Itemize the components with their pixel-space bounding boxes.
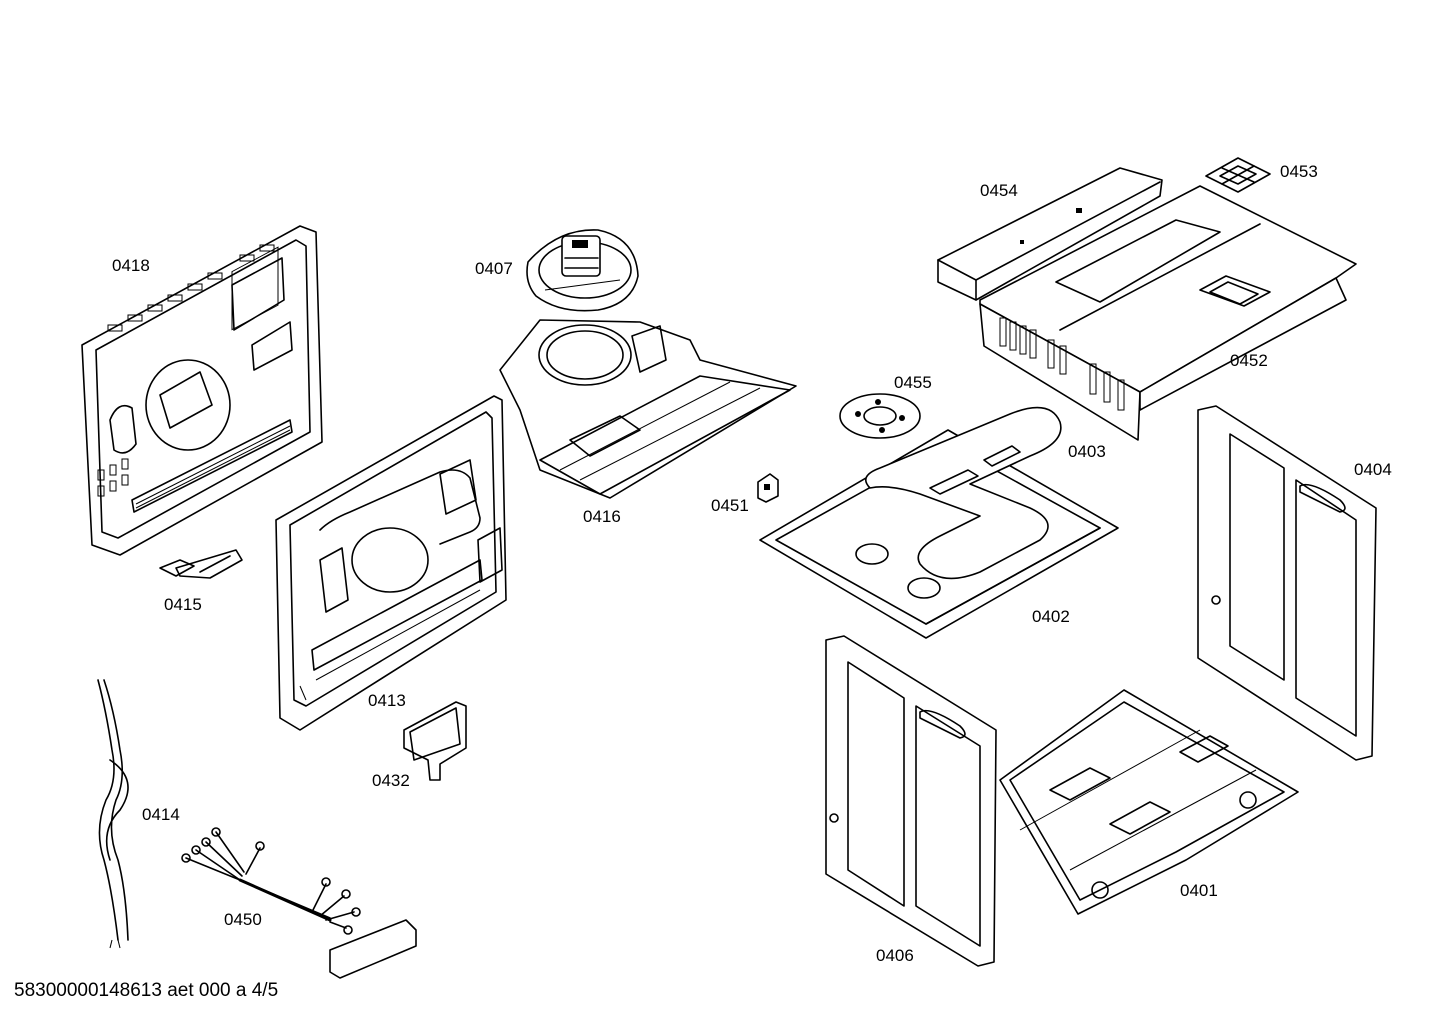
part-label-0403: 0403 — [1068, 442, 1106, 461]
right-side-panel-drawing — [1197, 405, 1377, 761]
part-label-0418: 0418 — [112, 256, 150, 275]
part-label-0413: 0413 — [368, 691, 406, 710]
rear-wall-drawing — [275, 395, 507, 731]
vent-grille-drawing — [1205, 157, 1271, 193]
part-label-0452: 0452 — [1230, 351, 1268, 370]
sensor-clip-drawing — [159, 549, 243, 579]
fan-motor-drawing — [526, 229, 639, 312]
part-label-0454: 0454 — [980, 181, 1018, 200]
part-label-0451: 0451 — [711, 496, 749, 515]
fan-wheel-drawing — [839, 393, 921, 439]
back-panel-drawing — [81, 225, 323, 556]
fan-housing-bracket-drawing — [499, 319, 797, 499]
wiring-harness-drawing — [181, 827, 417, 979]
top-housing-drawing — [979, 185, 1357, 441]
bottom-plate-drawing — [999, 689, 1299, 915]
left-side-panel-drawing — [825, 635, 997, 967]
power-cord-drawing — [97, 679, 129, 949]
mounting-bracket-drawing — [403, 701, 467, 781]
top-plate-drawing — [759, 406, 1119, 639]
part-label-0414: 0414 — [142, 805, 180, 824]
part-label-0450: 0450 — [224, 910, 262, 929]
part-label-0415: 0415 — [164, 595, 202, 614]
part-label-0402: 0402 — [1032, 607, 1070, 626]
top-cover-plate-drawing — [937, 167, 1163, 301]
part-label-0416: 0416 — [583, 507, 621, 526]
drawing-code: 58300000148613 aet 000 a 4/5 — [14, 980, 279, 1001]
part-label-0401: 0401 — [1180, 881, 1218, 900]
part-label-0455: 0455 — [894, 373, 932, 392]
part-label-0404: 0404 — [1354, 460, 1392, 479]
part-label-0407: 0407 — [475, 259, 513, 278]
small-bracket-drawing — [757, 473, 779, 503]
part-label-0406: 0406 — [876, 946, 914, 965]
part-label-0432: 0432 — [372, 771, 410, 790]
part-label-0453: 0453 — [1280, 162, 1318, 181]
